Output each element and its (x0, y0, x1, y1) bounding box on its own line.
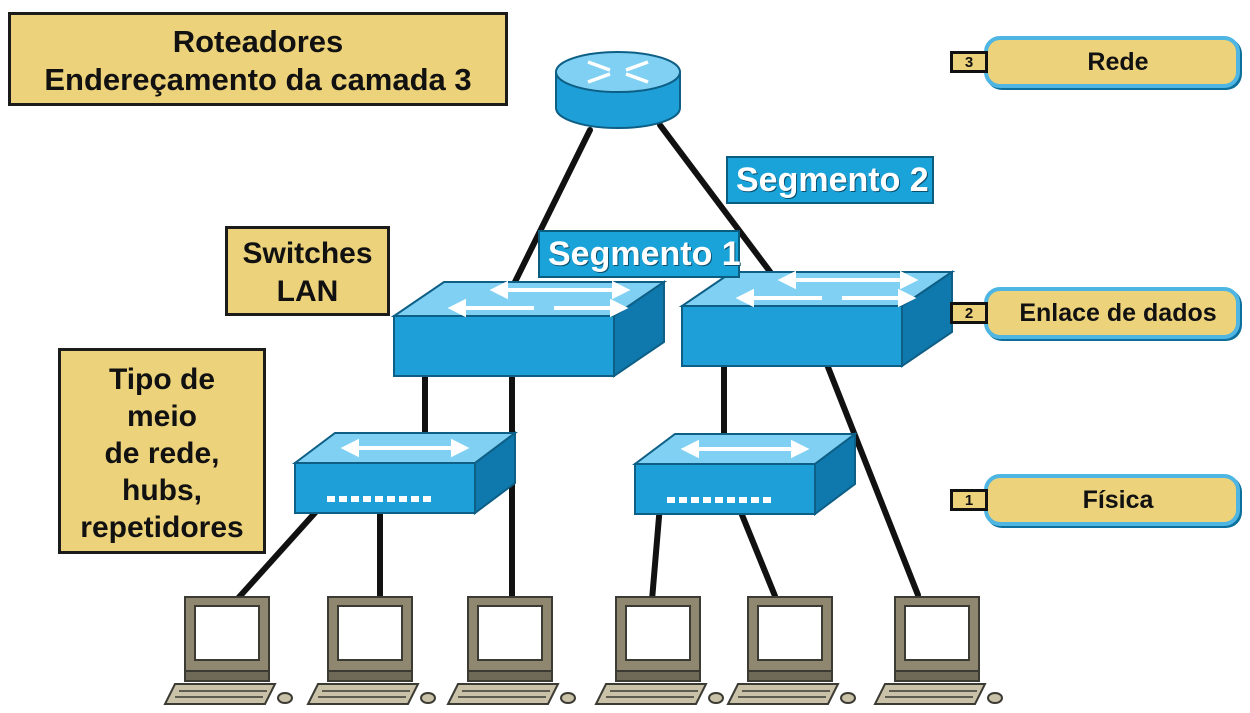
hub-icon (293, 431, 517, 515)
computer-icon (595, 596, 724, 705)
media-label-line-1: Tipo de (108, 363, 216, 396)
lan-switch-icon (680, 270, 954, 368)
media-label-line-2: meio (126, 400, 198, 433)
layer-3-name: Rede (1087, 48, 1149, 76)
computer-icon (447, 596, 576, 705)
media-label-line-5: repetidores (80, 511, 244, 544)
cable-router-switch-left (507, 127, 593, 295)
segment-2-label: Segmento 2 (726, 156, 934, 204)
layer-2-number: 2 (950, 302, 988, 324)
layer-1-pill: Física (984, 474, 1240, 526)
layer-3-pill: Rede (984, 36, 1240, 88)
computer-icon (874, 596, 1003, 705)
cable-hub-pc-5 (735, 502, 778, 599)
media-label-line-3: de rede, (104, 437, 220, 470)
layer-1-name: Física (1082, 486, 1154, 514)
switches-label-line-1: Switches (242, 237, 373, 270)
computer-icon (164, 596, 293, 705)
layer-3-number: 3 (950, 51, 988, 73)
switches-label-line-2: LAN (276, 275, 339, 308)
routers-label-line-2: Endereçamento da camada 3 (44, 62, 472, 97)
layer-1-number: 1 (950, 489, 988, 511)
routers-label-line-1: Roteadores (172, 24, 344, 59)
computer-icon (727, 596, 856, 705)
switches-label-box: Switches LAN (225, 226, 390, 316)
hub-icon (633, 432, 857, 516)
media-label-box: Tipo de meio de rede, hubs, repetidores (58, 348, 266, 554)
layer-2-pill: Enlace de dados (984, 287, 1240, 339)
cable-switch-pc-6 (823, 359, 921, 598)
lan-switch-icon (392, 280, 666, 378)
media-label-line-4: hubs, (122, 474, 202, 507)
router-icon (555, 51, 681, 129)
computer-icon (307, 596, 436, 705)
cables (229, 122, 921, 608)
layer-2-name: Enlace de dados (1019, 299, 1217, 327)
cable-hub-pc-1 (229, 502, 325, 608)
cable-router-switch-right (657, 122, 783, 288)
routers-label-box: Roteadores Endereçamento da camada 3 (8, 12, 508, 106)
segment-1-label: Segmento 1 (538, 230, 741, 278)
cable-hub-pc-4 (649, 502, 663, 603)
